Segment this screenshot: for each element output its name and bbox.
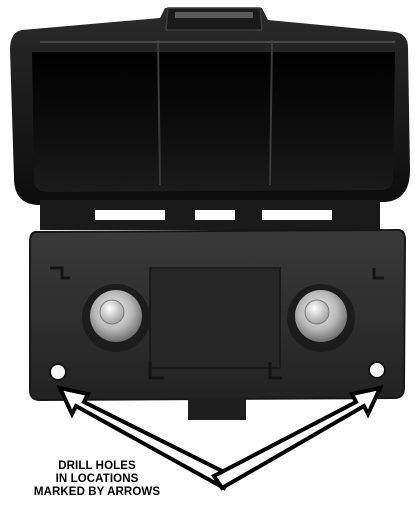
base-plate: [29, 228, 407, 420]
caption-line-1: DRILL HOLES: [58, 460, 136, 472]
clip-mark-top-right: [372, 268, 384, 280]
drill-instruction-caption: DRILL HOLES IN LOCATIONS MARKED BY ARROW…: [22, 460, 172, 499]
lid: [10, 7, 410, 205]
arrow-left: [56, 385, 235, 491]
center-recess: [149, 267, 281, 369]
clip-mark-bottom-left: [148, 362, 164, 380]
bolt-head-right: [304, 299, 330, 325]
drill-hole-left: [49, 363, 67, 381]
caption-line-2: IN LOCATIONS: [55, 473, 139, 485]
clip-mark-top-left: [50, 266, 70, 280]
lid-interior: [32, 52, 395, 192]
bolt-head-left: [99, 299, 125, 325]
lid-latch: [165, 7, 263, 31]
clip-mark-bottom-right: [268, 362, 282, 380]
caption-line-3: MARKED BY ARROWS: [33, 486, 161, 498]
arrow-right: [211, 385, 384, 491]
terminal-right: [287, 284, 355, 352]
lid-rib-right: [269, 39, 273, 186]
lid-rib-left: [157, 39, 161, 186]
drill-hole-right: [368, 361, 386, 379]
lid-latch-highlight: [175, 12, 253, 18]
bottom-tab: [188, 398, 246, 420]
hinge: [40, 200, 380, 230]
terminal-left: [82, 284, 150, 352]
